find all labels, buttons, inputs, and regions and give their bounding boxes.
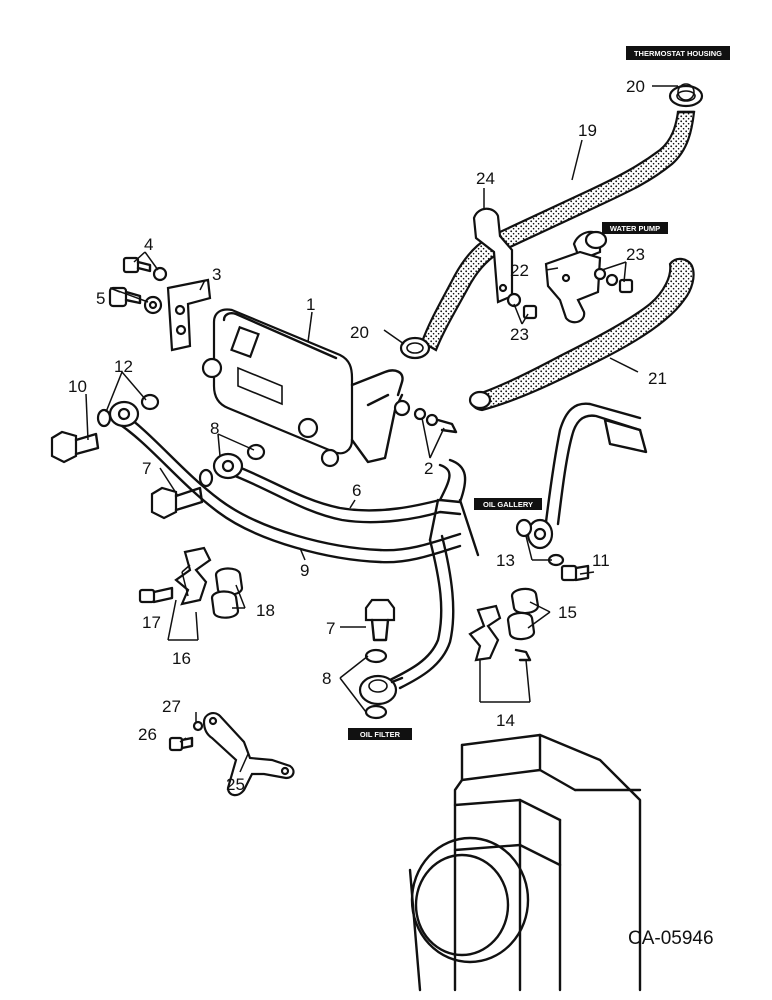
callout-11: 11 bbox=[592, 551, 610, 570]
callout-24: 24 bbox=[476, 169, 495, 188]
callout-8-filter: 8 bbox=[322, 669, 331, 688]
tag-thermostat-housing: THERMOSTAT HOUSING bbox=[626, 46, 730, 60]
callout-2: 2 bbox=[424, 459, 433, 478]
banjo-fitting-8 bbox=[198, 443, 266, 488]
callout-9: 9 bbox=[300, 561, 309, 580]
callout-23-right: 23 bbox=[626, 245, 645, 264]
callout-4: 4 bbox=[144, 235, 153, 254]
banjo-fitting-left bbox=[96, 393, 160, 428]
callout-22: 22 bbox=[510, 261, 529, 280]
clamp-14 bbox=[468, 587, 540, 662]
callout-10: 10 bbox=[68, 377, 87, 396]
clamp-16 bbox=[138, 546, 244, 619]
callout-numbers: 1 2 3 4 5 6 7 7 8 8 9 10 11 12 13 14 15 … bbox=[68, 77, 667, 794]
svg-text:OIL GALLERY: OIL GALLERY bbox=[483, 500, 533, 509]
callout-7-left: 7 bbox=[142, 459, 151, 478]
oil-line-9 bbox=[114, 408, 480, 690]
callout-12: 12 bbox=[114, 357, 133, 376]
callout-6: 6 bbox=[352, 481, 361, 500]
callout-7-filter: 7 bbox=[326, 619, 335, 638]
hose-21 bbox=[468, 257, 695, 412]
callout-23-left: 23 bbox=[510, 325, 529, 344]
callout-20-lower: 20 bbox=[350, 323, 369, 342]
filter-banjo bbox=[358, 648, 404, 720]
bracket-24 bbox=[472, 207, 514, 304]
oil-cooler bbox=[201, 308, 404, 468]
washer-27 bbox=[192, 720, 204, 732]
callout-18: 18 bbox=[256, 601, 275, 620]
callout-15: 15 bbox=[558, 603, 577, 622]
bolt-7-left bbox=[150, 486, 204, 520]
oil-gallery-line bbox=[515, 402, 648, 567]
bracket-3 bbox=[166, 278, 212, 352]
clamp-20-upper bbox=[677, 83, 695, 101]
callout-1: 1 bbox=[306, 295, 315, 314]
callout-27: 27 bbox=[162, 697, 181, 716]
callout-13: 13 bbox=[496, 551, 515, 570]
callout-8-upper: 8 bbox=[210, 419, 219, 438]
leader-lines bbox=[85, 85, 678, 773]
bracket-22 bbox=[544, 230, 608, 324]
callout-21: 21 bbox=[648, 369, 667, 388]
callout-19: 19 bbox=[578, 121, 597, 140]
tag-oil-filter: OIL FILTER bbox=[348, 728, 412, 740]
svg-text:THERMOSTAT HOUSING: THERMOSTAT HOUSING bbox=[634, 49, 722, 58]
drawing-code: CA-05946 bbox=[628, 928, 714, 949]
bolt-7-filter bbox=[364, 598, 396, 642]
tag-oil-gallery: OIL GALLERY bbox=[474, 498, 542, 510]
fitting-2 bbox=[393, 399, 458, 434]
bracket-25 bbox=[202, 712, 295, 797]
callout-26: 26 bbox=[138, 725, 157, 744]
bolt-4 bbox=[122, 256, 168, 282]
callout-14: 14 bbox=[496, 711, 515, 730]
clamp-20-lower bbox=[399, 336, 431, 360]
callout-20-upper: 20 bbox=[626, 77, 645, 96]
svg-text:WATER PUMP: WATER PUMP bbox=[610, 224, 660, 233]
bolt-11 bbox=[560, 564, 590, 582]
tag-water-pump: WATER PUMP bbox=[602, 222, 668, 234]
oil-line-6 bbox=[224, 460, 462, 524]
bolt-5 bbox=[108, 286, 163, 315]
callout-25: 25 bbox=[226, 775, 245, 794]
callout-17: 17 bbox=[142, 613, 161, 632]
callout-3: 3 bbox=[212, 265, 221, 284]
bolt-10 bbox=[50, 430, 100, 464]
svg-text:OIL FILTER: OIL FILTER bbox=[360, 730, 401, 739]
line-6-bend bbox=[438, 458, 467, 504]
engine-block bbox=[408, 733, 642, 992]
callout-5: 5 bbox=[96, 289, 105, 308]
bolt-26 bbox=[168, 736, 194, 752]
callout-16: 16 bbox=[172, 649, 191, 668]
